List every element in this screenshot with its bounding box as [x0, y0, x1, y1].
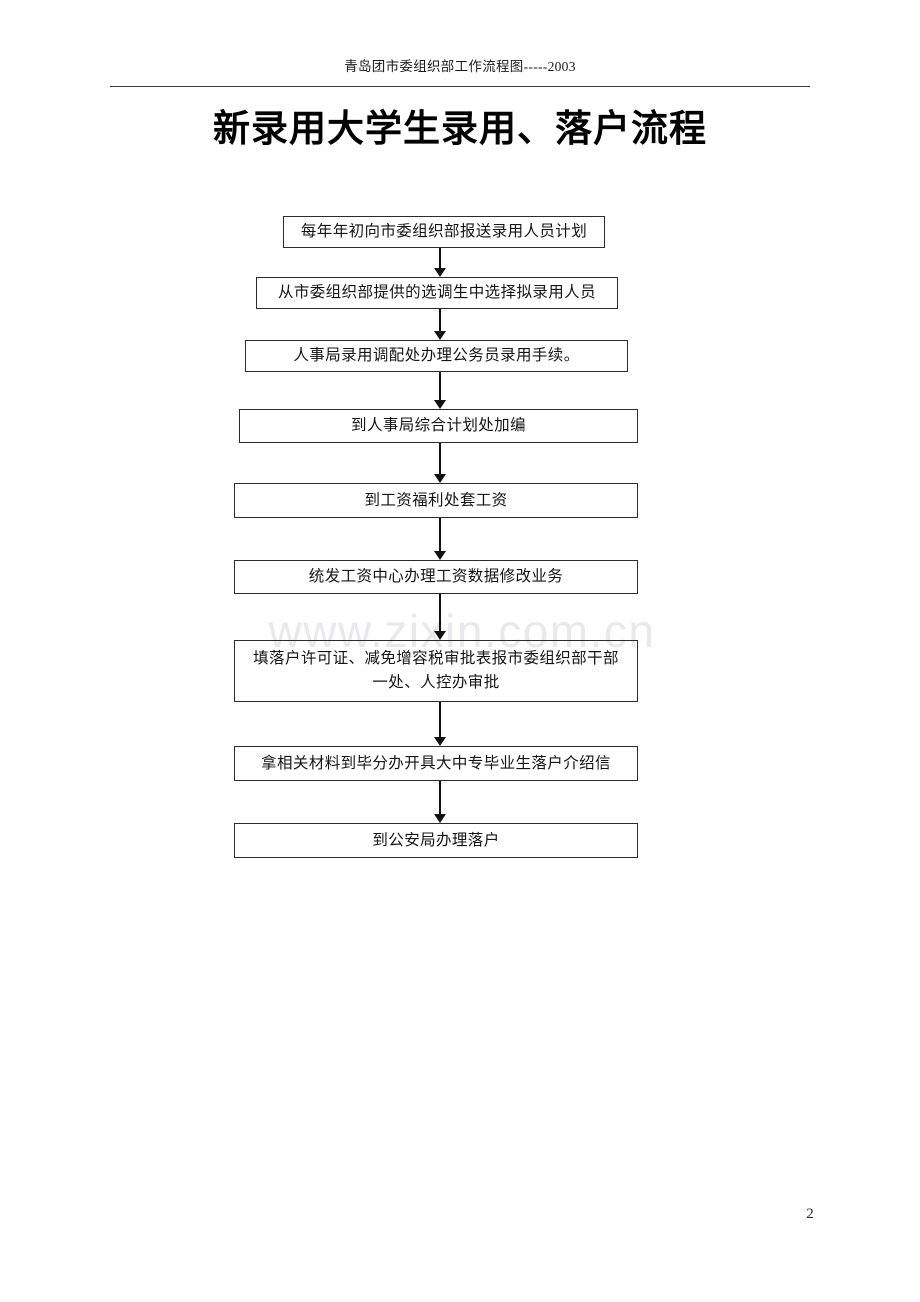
header-divider	[110, 86, 810, 87]
flow-node-label: 到工资福利处套工资	[364, 491, 508, 509]
flow-arrow-3-4	[434, 372, 446, 409]
flow-node-label: 统发工资中心办理工资数据修改业务	[308, 568, 564, 585]
flow-node-step-3: 人事局录用调配处办理公务员录用手续。	[245, 340, 628, 372]
watermark-text: www.zixin.com.cn	[268, 605, 656, 657]
flow-arrow-2-3	[434, 309, 446, 340]
flow-node-label: 到人事局综合计划处加编	[351, 417, 526, 434]
page-number: 2	[806, 1206, 814, 1222]
flow-arrow-4-5	[434, 443, 446, 483]
flow-node-step-1: 每年年初向市委组织部报送录用人员计划	[283, 216, 605, 248]
flow-node-step-9: 到公安局办理落户	[234, 823, 638, 858]
flow-node-label: 人事局录用调配处办理公务员录用手续。	[293, 347, 580, 364]
flow-node-label: 到公安局办理落户	[372, 831, 500, 849]
flow-arrow-5-6	[434, 518, 446, 560]
flow-node-step-6: 统发工资中心办理工资数据修改业务	[234, 560, 638, 594]
flow-node-label: 填落户许可证、减免增容税审批表报市委组织部干部 一处、人控办审批	[253, 650, 619, 691]
flow-node-step-2: 从市委组织部提供的选调生中选择拟录用人员	[256, 277, 618, 309]
running-header: 青岛团市委组织部工作流程图-----2003	[110, 58, 810, 76]
flow-arrow-7-8	[434, 702, 446, 746]
flow-arrow-1-2	[434, 248, 446, 277]
flow-node-label: 每年年初向市委组织部报送录用人员计划	[300, 223, 588, 240]
flow-node-step-8: 拿相关材料到毕分办开具大中专毕业生落户介绍信	[234, 746, 638, 781]
running-header-text: 青岛团市委组织部工作流程图-----2003	[344, 59, 576, 74]
page-title: 新录用大学生录用、落户流程	[213, 109, 707, 150]
flow-node-label: 拿相关材料到毕分办开具大中专毕业生落户介绍信	[261, 754, 611, 772]
flow-arrow-8-9	[434, 781, 446, 823]
flow-node-label: 从市委组织部提供的选调生中选择拟录用人员	[277, 284, 596, 301]
flow-node-step-5: 到工资福利处套工资	[234, 483, 638, 518]
flow-arrow-6-7	[434, 594, 446, 640]
flow-node-step-4: 到人事局综合计划处加编	[239, 409, 638, 443]
flow-node-step-7: 填落户许可证、减免增容税审批表报市委组织部干部 一处、人控办审批	[234, 640, 638, 702]
